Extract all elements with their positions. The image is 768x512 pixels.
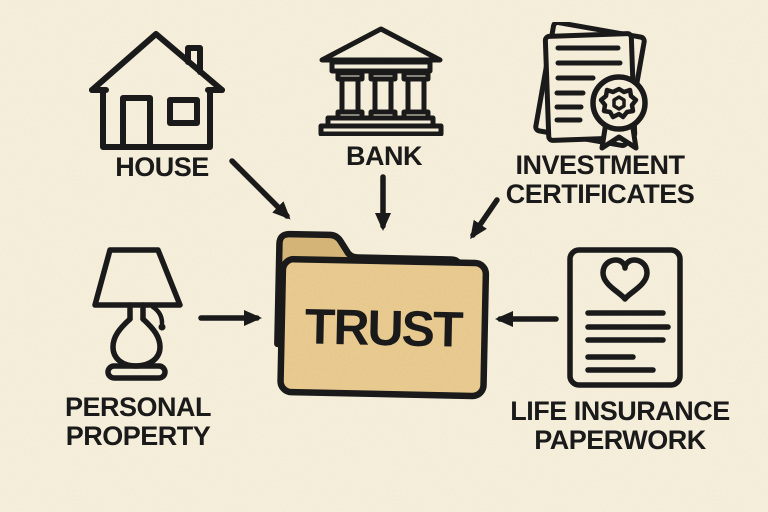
house-label: HOUSE	[115, 152, 209, 182]
table-lamp-icon	[92, 247, 183, 381]
certificates-icon	[533, 22, 648, 151]
house-icon	[89, 31, 225, 150]
bank-label: BANK	[346, 141, 423, 171]
trust-label: TRUST	[304, 297, 463, 358]
trust-folder: TRUST	[262, 224, 498, 405]
insurance-document-icon	[567, 247, 683, 388]
bank-icon	[318, 26, 444, 136]
investment-certificates-label: INVESTMENT CERTIFICATES	[505, 150, 695, 209]
life-insurance-label: LIFE INSURANCE PAPERWORK	[510, 396, 730, 455]
personal-property-label: PERSONAL PROPERTY	[64, 392, 212, 451]
